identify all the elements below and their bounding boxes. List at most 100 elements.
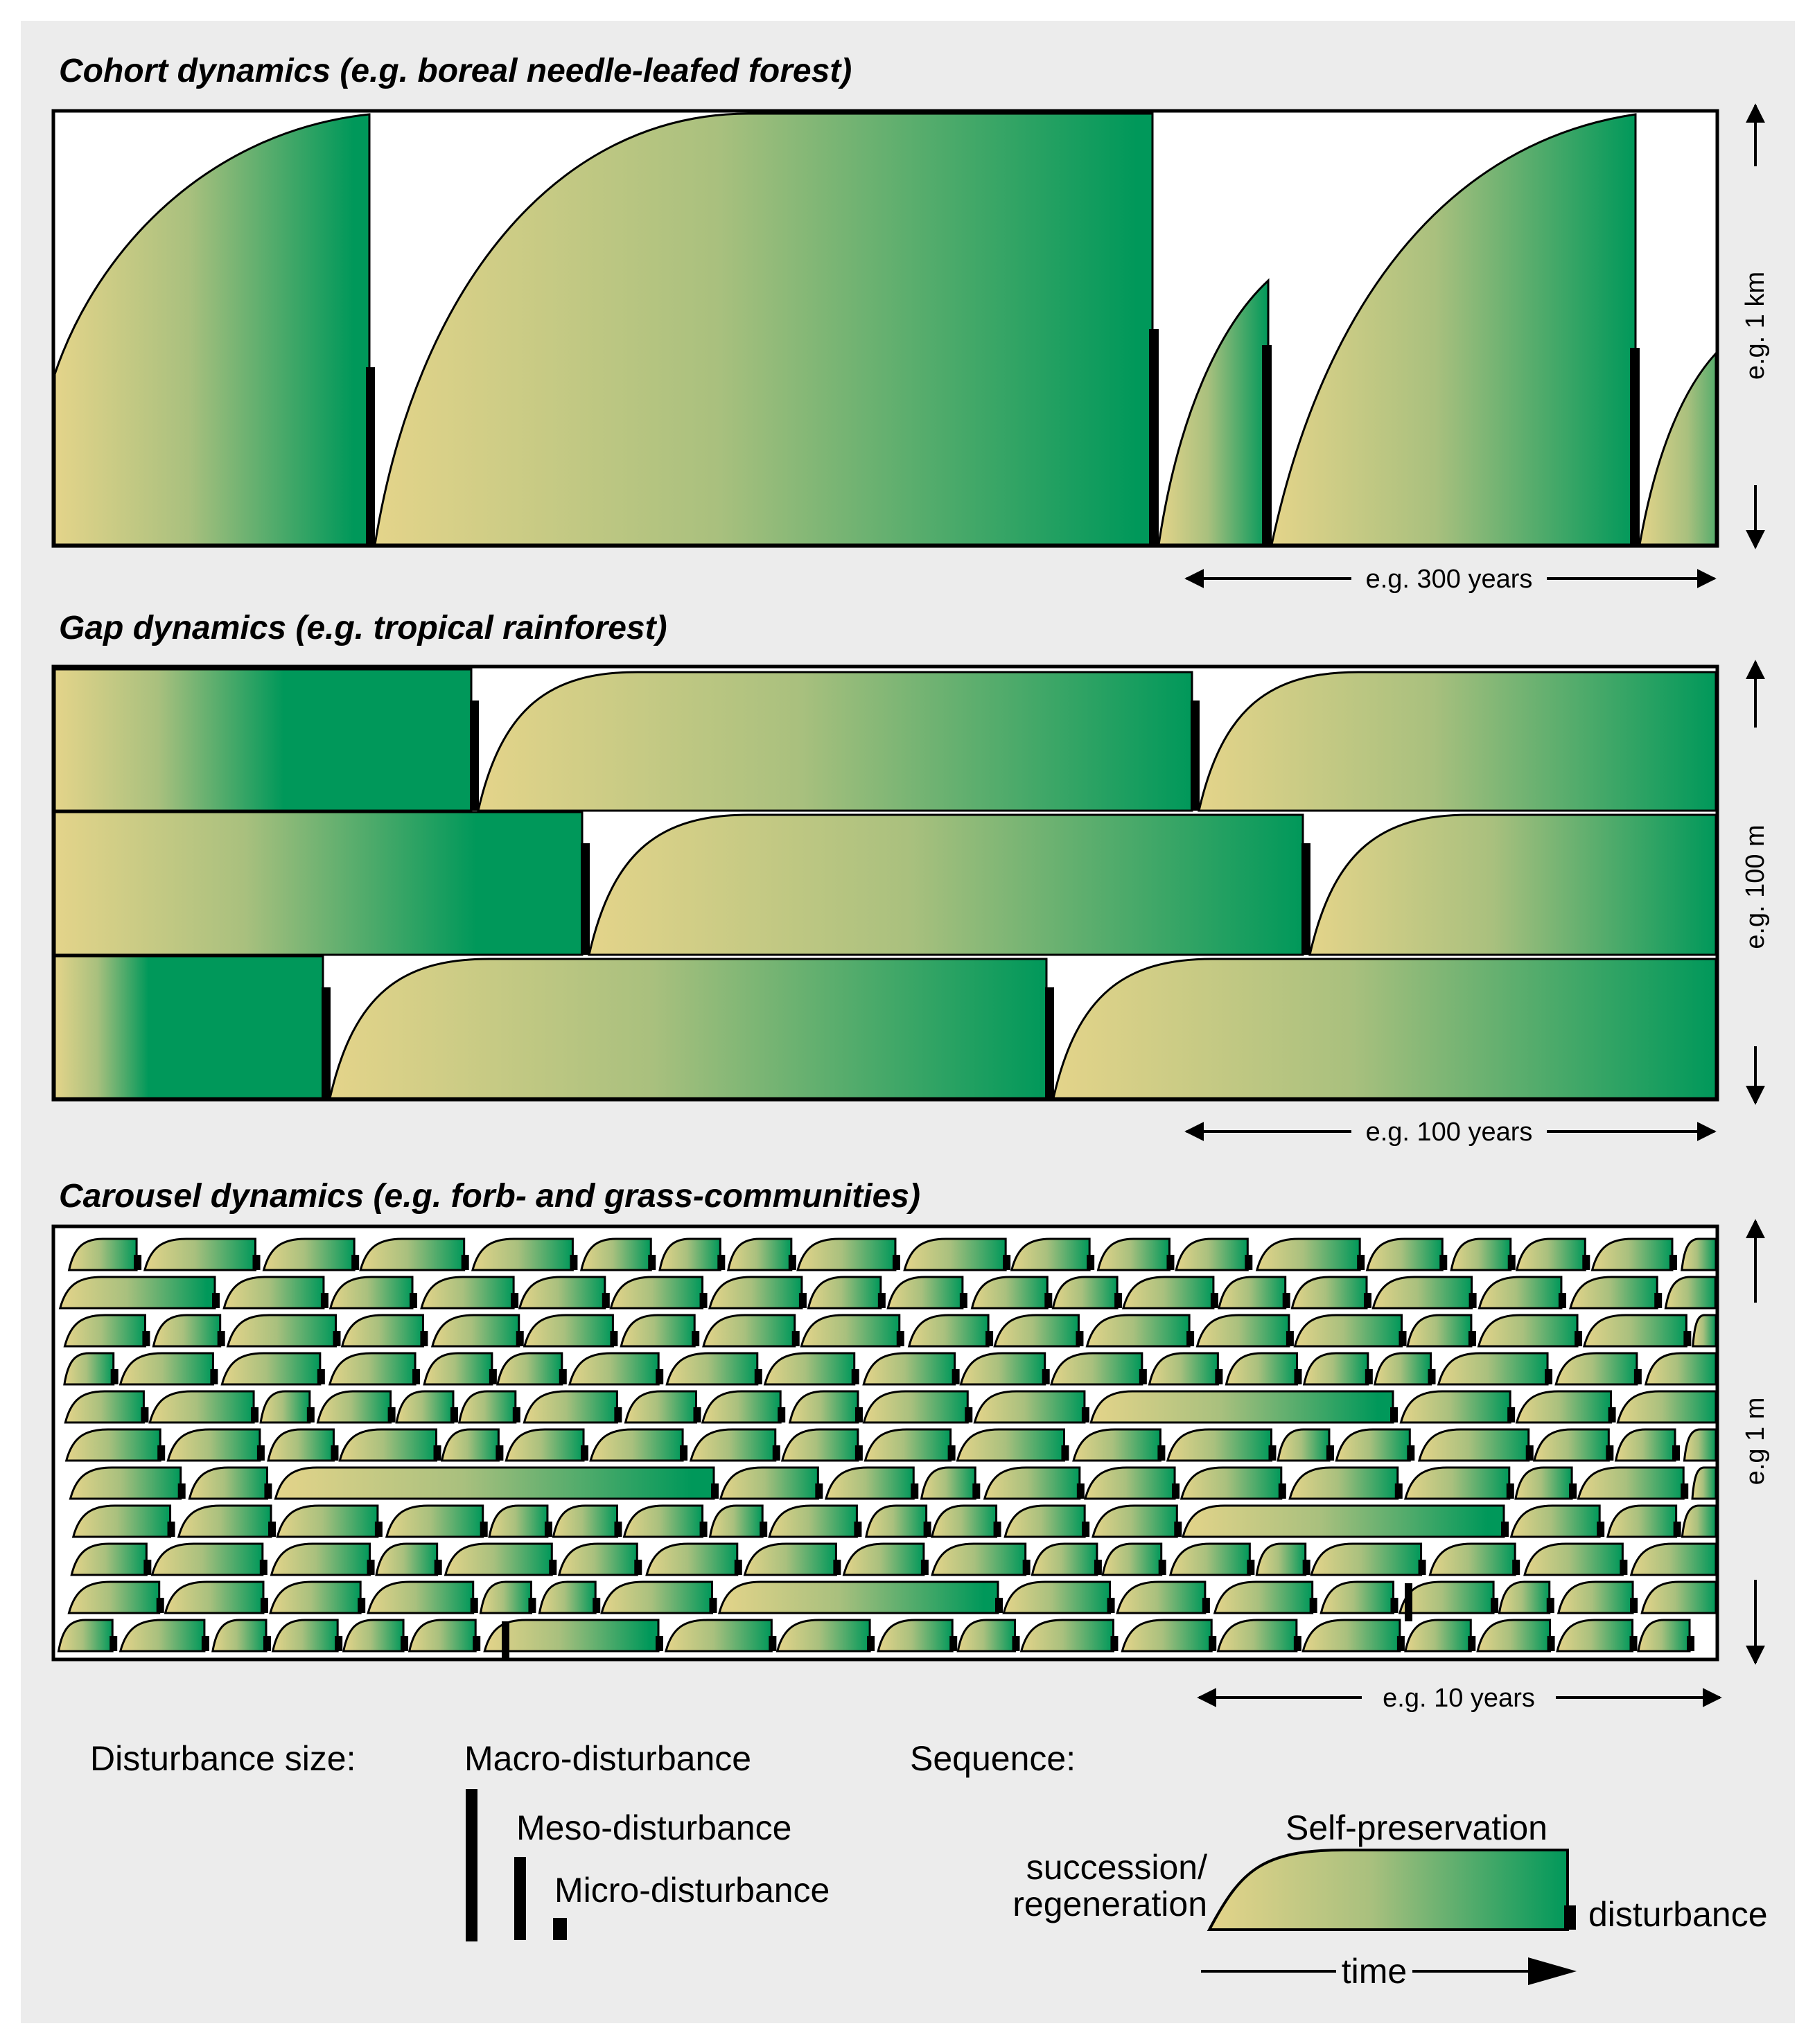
carousel-micro-disturbance (972, 1483, 981, 1499)
carousel-micro-disturbance (1606, 1445, 1614, 1461)
carousel-micro-disturbance (1139, 1369, 1147, 1384)
carousel-patch (1582, 1314, 1687, 1348)
carousel-patch (1180, 1466, 1283, 1500)
carousel-patch (1085, 1314, 1191, 1348)
carousel-micro-disturbance (1491, 1598, 1499, 1613)
carousel-micro-disturbance (1076, 1483, 1085, 1499)
carousel-patch (119, 1619, 206, 1653)
carousel-patch (689, 1428, 777, 1462)
carousel-micro-disturbance (256, 1445, 265, 1461)
carousel-patch (907, 1314, 990, 1348)
carousel-patch (1148, 1352, 1219, 1386)
carousel-micro-disturbance (581, 1445, 589, 1461)
carousel-patch (970, 1276, 1049, 1310)
carousel-patch (1302, 1352, 1369, 1386)
carousel-patch (1523, 1542, 1624, 1576)
carousel-micro-disturbance (351, 1255, 360, 1270)
carousel-micro-disturbance (1501, 1522, 1509, 1537)
carousel-patch (226, 1314, 337, 1348)
carousel-patch (1398, 1580, 1495, 1614)
carousel-patch (316, 1390, 392, 1424)
carousel-patch (862, 1390, 969, 1424)
carousel-micro-disturbance (754, 1369, 762, 1384)
carousel-patch (1371, 1276, 1473, 1310)
carousel-patch (1637, 1619, 1691, 1653)
carousel-micro-disturbance (959, 1293, 967, 1308)
carousel-patch (1403, 1466, 1511, 1500)
carousel-micro-disturbance (610, 1331, 618, 1346)
carousel-patch (931, 1542, 1027, 1576)
carousel-micro-disturbance (923, 1522, 931, 1537)
carousel-patch (1614, 1428, 1676, 1462)
carousel-micro-disturbance (251, 1407, 259, 1422)
carousel-micro-disturbance (1673, 1522, 1681, 1537)
carousel-patch (63, 1314, 146, 1348)
carousel-micro-disturbance (1363, 1293, 1371, 1308)
carousel-micro-disturbance (1174, 1522, 1182, 1537)
carousel-micro-disturbance (867, 1636, 875, 1651)
carousel-patch (665, 1352, 759, 1386)
sequence-label: Sequence: (910, 1739, 1076, 1778)
carousel-micro-disturbance (157, 1445, 166, 1461)
carousel-micro-disturbance (473, 1636, 481, 1651)
carousel-micro-disturbance (1390, 1598, 1398, 1613)
sequence-example-shape (1207, 1849, 1569, 1931)
gap-meso-disturbance (1045, 987, 1054, 1098)
carousel-patch (701, 1390, 782, 1424)
carousel-micro-disturbance (1507, 1407, 1516, 1422)
carousel-patch (328, 1276, 414, 1310)
carousel-micro-disturbance (570, 1255, 578, 1270)
carousel-patch (1051, 1276, 1119, 1310)
carousel-patch (1477, 1314, 1579, 1348)
carousel-micro-disturbance (634, 1560, 642, 1575)
carousel-patch (862, 1352, 956, 1386)
carousel-patch (177, 1504, 272, 1538)
carousel-patch (488, 1504, 549, 1538)
carousel-micro-disturbance (656, 1636, 663, 1651)
carousel-panel-patches (57, 1237, 1717, 1658)
carousel-patch (1681, 1504, 1717, 1538)
carousel-micro-disturbance (985, 1331, 994, 1346)
carousel-micro-disturbance (1683, 1331, 1692, 1346)
carousel-patch (807, 1276, 882, 1310)
carousel-micro-disturbance (602, 1293, 610, 1308)
micro-disturbance-label: Micro-disturbance (554, 1871, 830, 1910)
carousel-patch (1003, 1504, 1086, 1538)
carousel-micro-disturbance (374, 1522, 383, 1537)
carousel-patch (775, 1619, 871, 1653)
carousel-patch (743, 1542, 837, 1576)
carousel-patch (702, 1314, 796, 1348)
carousel-micro-disturbance (559, 1369, 567, 1384)
carousel-patch (69, 1466, 182, 1500)
carousel-micro-disturbance (778, 1407, 786, 1422)
carousel-micro-disturbance (1546, 1598, 1554, 1613)
carousel-patch (1166, 1428, 1272, 1462)
carousel-micro-disturbance (1525, 1445, 1534, 1461)
succession-label-line2: regeneration (1012, 1885, 1207, 1923)
carousel-patch (220, 1352, 322, 1386)
carousel-micro-disturbance (259, 1560, 268, 1575)
carousel-patch (148, 1390, 255, 1424)
carousel-micro-disturbance (1293, 1636, 1301, 1651)
gap-vertical-scale-label: e.g. 100 m (1741, 825, 1770, 949)
carousel-patch (340, 1314, 424, 1348)
carousel-patch (1498, 1580, 1551, 1614)
carousel-patch (342, 1619, 405, 1653)
disturbance-size-label: Disturbance size: (90, 1739, 356, 1778)
carousel-micro-disturbance (461, 1255, 469, 1270)
carousel-micro-disturbance (1157, 1445, 1166, 1461)
carousel-micro-disturbance (1326, 1445, 1334, 1461)
carousel-patch (496, 1352, 563, 1386)
carousel-patch (800, 1314, 901, 1348)
disturbance-label: disturbance (1588, 1895, 1768, 1934)
carousel-patch (1335, 1428, 1411, 1462)
carousel-micro-disturbance (512, 1407, 520, 1422)
carousel-micro-disturbance (854, 1407, 863, 1422)
time-arrow-head (1528, 1957, 1577, 1985)
carousel-micro-disturbance (693, 1407, 701, 1422)
carousel-micro-disturbance (995, 1598, 1003, 1613)
carousel-micro-disturbance (335, 1636, 343, 1651)
carousel-micro-disturbance (1210, 1293, 1218, 1308)
carousel-patch (262, 1237, 356, 1271)
carousel-patch (1569, 1276, 1658, 1310)
